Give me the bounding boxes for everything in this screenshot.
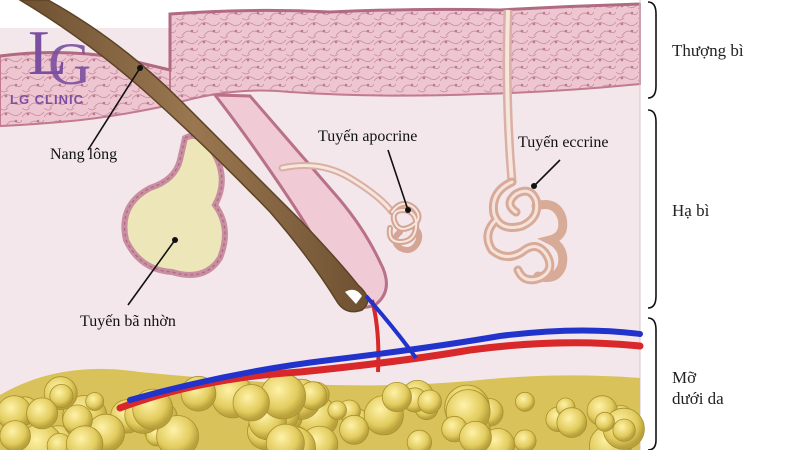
layer-label-dermis: Hạ bì bbox=[672, 201, 710, 220]
leader-apocrine bbox=[387, 149, 409, 211]
label-hair-follicle: Nang lông bbox=[50, 146, 118, 163]
fat-cell bbox=[232, 384, 270, 422]
fat-cell bbox=[406, 429, 432, 450]
vein-branch bbox=[364, 294, 418, 360]
fat-cell bbox=[612, 418, 636, 442]
epidermis-layer-right bbox=[169, 2, 641, 107]
label-apocrine-gland: Tuyến apocrine bbox=[318, 128, 418, 145]
fat-cell bbox=[0, 420, 31, 450]
svg-text:G: G bbox=[48, 31, 91, 97]
bracket-dermis bbox=[647, 109, 657, 309]
fat-cell bbox=[595, 411, 615, 432]
fat-cell bbox=[459, 421, 492, 450]
fat-cell bbox=[417, 389, 442, 415]
fat-cell bbox=[556, 407, 588, 438]
fat-cell bbox=[156, 415, 199, 450]
bracket-epidermis bbox=[647, 1, 657, 99]
bracket-hypodermis bbox=[647, 317, 657, 450]
fat-cell bbox=[26, 397, 58, 430]
layer-label-hypodermis: Mỡ dưới da bbox=[672, 368, 724, 409]
fat-cell bbox=[49, 383, 74, 408]
fat-cell bbox=[65, 425, 104, 450]
fat-cell bbox=[265, 423, 305, 450]
vein bbox=[127, 327, 643, 403]
lg-clinic-logo: L G bbox=[28, 17, 91, 97]
leader-eccrine bbox=[533, 159, 561, 187]
label-eccrine-gland: Tuyến eccrine bbox=[518, 134, 609, 151]
leader-hair-follicle bbox=[87, 67, 141, 151]
fat-cell bbox=[513, 429, 537, 450]
layer-label-epidermis: Thượng bì bbox=[672, 41, 744, 60]
fat-cell bbox=[85, 392, 105, 411]
fat-cells bbox=[0, 373, 645, 450]
hair-shaft bbox=[18, 0, 369, 313]
fat-cell bbox=[339, 414, 370, 445]
logo-text: LG CLINIC bbox=[10, 92, 84, 107]
svg-text:L: L bbox=[28, 17, 67, 88]
fat-cell bbox=[515, 391, 535, 412]
label-sebaceous-gland: Tuyến bã nhờn bbox=[80, 313, 176, 330]
fat-layer bbox=[0, 368, 645, 450]
fat-cell bbox=[381, 381, 412, 412]
fat-cell bbox=[327, 400, 347, 421]
leader-sebaceous bbox=[127, 239, 176, 306]
